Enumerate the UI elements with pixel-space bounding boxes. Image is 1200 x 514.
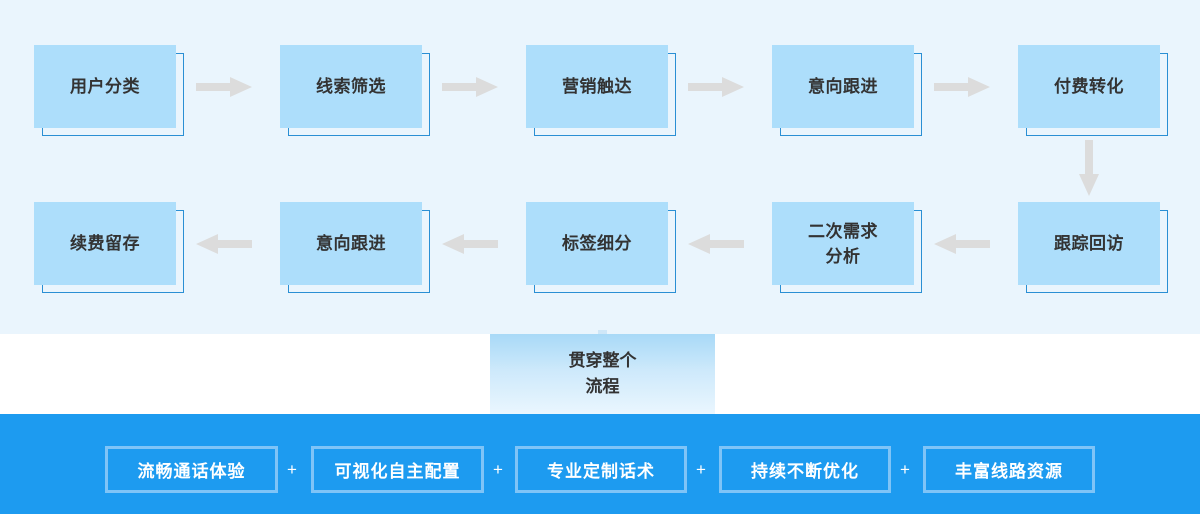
feature-separator-1: + xyxy=(287,460,297,479)
center-badge-label: 贯穿整个 流程 xyxy=(568,351,637,396)
feature-chip-professional-custom-script[interactable]: 专业定制话术 xyxy=(515,446,687,493)
feature-chip-continuous-optimization[interactable]: 持续不断优化 xyxy=(719,446,891,493)
feature-separator-2: + xyxy=(493,460,503,479)
flow-step-tag-segmentation[interactable]: 标签细分 xyxy=(526,202,676,293)
arrow-left-2 xyxy=(442,232,498,256)
step-label: 营销触达 xyxy=(562,77,632,96)
background-band-blue xyxy=(0,414,1200,514)
flow-step-lead-screening[interactable]: 线索筛选 xyxy=(280,45,430,136)
flow-step-intent-followup-top[interactable]: 意向跟进 xyxy=(772,45,922,136)
step-fill: 跟踪回访 xyxy=(1018,202,1160,285)
step-fill: 意向跟进 xyxy=(772,45,914,128)
step-label: 意向跟进 xyxy=(316,234,386,253)
center-badge-notch xyxy=(598,330,607,336)
arrow-right-4 xyxy=(934,75,990,99)
feature-chip-label: 可视化自主配置 xyxy=(334,462,461,481)
step-label: 付费转化 xyxy=(1054,77,1124,96)
feature-chip-label: 流畅通话体验 xyxy=(137,462,246,481)
step-label: 意向跟进 xyxy=(808,77,878,96)
feature-separator-4: + xyxy=(900,460,910,479)
arrow-left-1 xyxy=(196,232,252,256)
arrow-left-4 xyxy=(934,232,990,256)
flow-step-user-classification[interactable]: 用户分类 xyxy=(34,45,184,136)
feature-chip-rich-line-resources[interactable]: 丰富线路资源 xyxy=(923,446,1095,493)
arrow-right-3 xyxy=(688,75,744,99)
feature-chip-smooth-call-experience[interactable]: 流畅通话体验 xyxy=(105,446,278,493)
flow-step-paid-conversion[interactable]: 付费转化 xyxy=(1018,45,1168,136)
arrow-right-2 xyxy=(442,75,498,99)
step-label: 用户分类 xyxy=(70,77,140,96)
flow-step-followup-revisit[interactable]: 跟踪回访 xyxy=(1018,202,1168,293)
step-fill: 标签细分 xyxy=(526,202,668,285)
step-fill: 意向跟进 xyxy=(280,202,422,285)
arrow-right-1 xyxy=(196,75,252,99)
step-fill: 二次需求 分析 xyxy=(772,202,914,285)
step-label: 跟踪回访 xyxy=(1054,234,1124,253)
step-fill: 续费留存 xyxy=(34,202,176,285)
feature-chip-label: 专业定制话术 xyxy=(547,462,655,481)
feature-chip-visual-self-configuration[interactable]: 可视化自主配置 xyxy=(311,446,484,493)
arrow-down-connector xyxy=(1077,140,1101,196)
step-fill: 线索筛选 xyxy=(280,45,422,128)
step-label: 标签细分 xyxy=(562,234,632,253)
step-label: 续费留存 xyxy=(70,234,140,253)
feature-separator-3: + xyxy=(696,460,706,479)
center-badge-whole-process: 贯穿整个 流程 xyxy=(490,334,715,414)
step-fill: 付费转化 xyxy=(1018,45,1160,128)
flow-step-intent-followup-bottom[interactable]: 意向跟进 xyxy=(280,202,430,293)
feature-chip-label: 丰富线路资源 xyxy=(955,462,1063,481)
step-fill: 营销触达 xyxy=(526,45,668,128)
step-fill: 用户分类 xyxy=(34,45,176,128)
step-label: 线索筛选 xyxy=(316,77,386,96)
arrow-left-3 xyxy=(688,232,744,256)
flow-step-renewal-retention[interactable]: 续费留存 xyxy=(34,202,184,293)
feature-chip-label: 持续不断优化 xyxy=(751,462,859,481)
step-label: 二次需求 分析 xyxy=(808,221,878,266)
flow-step-marketing-reach[interactable]: 营销触达 xyxy=(526,45,676,136)
flow-step-secondary-demand-analysis[interactable]: 二次需求 分析 xyxy=(772,202,922,293)
